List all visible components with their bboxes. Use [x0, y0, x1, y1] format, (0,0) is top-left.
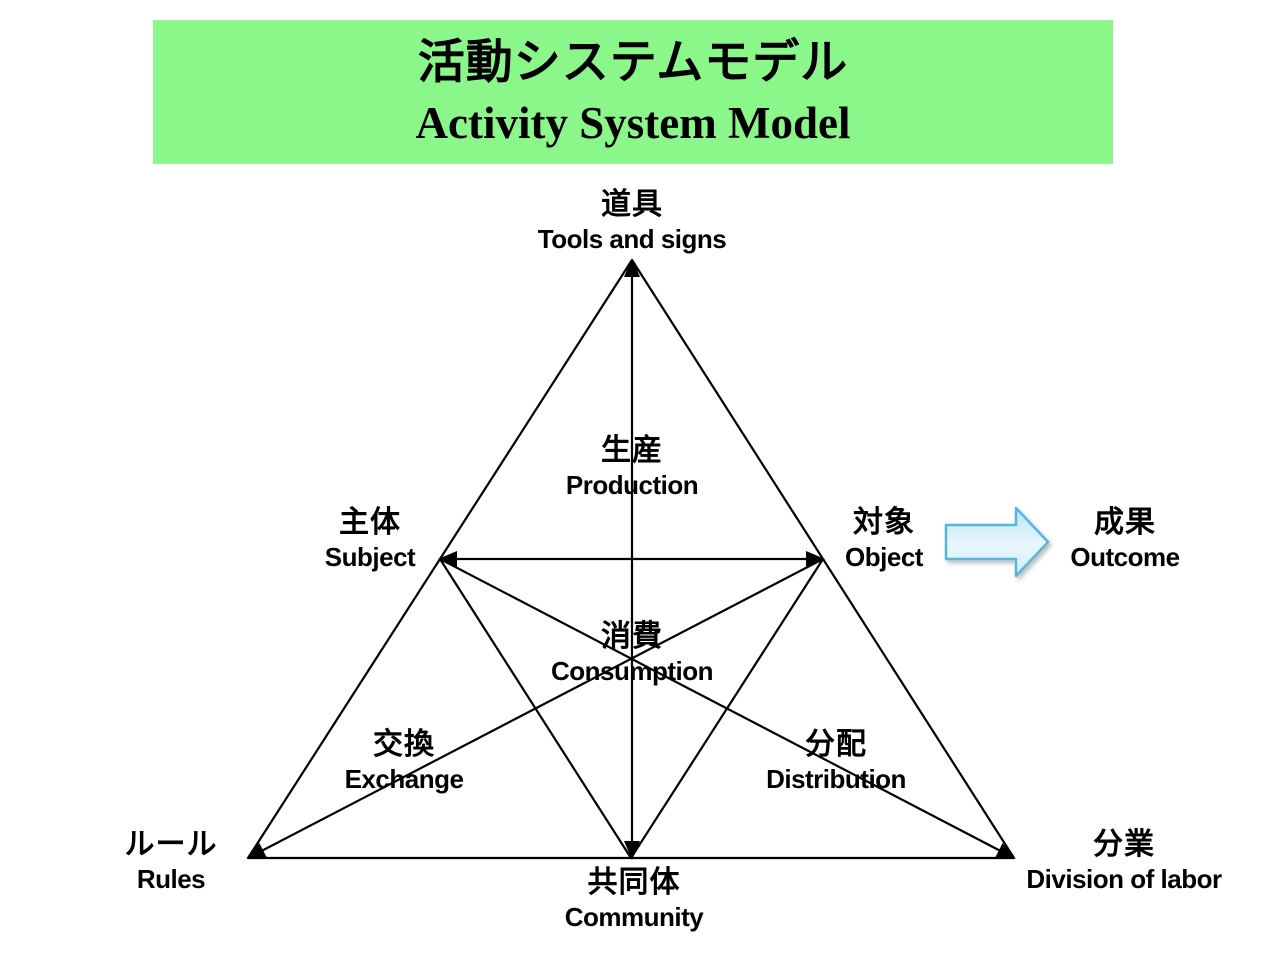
rules-label-ja: ルール	[124, 828, 218, 861]
node-production-label: 生産 Production	[565, 434, 699, 502]
subject-label-ja: 主体	[338, 506, 401, 539]
title-banner: 活動システムモデル Activity System Model	[153, 20, 1113, 164]
node-object-label: 対象 Object	[845, 506, 923, 574]
exchange-label-en: Exchange	[344, 764, 464, 794]
consumption-label-en: Consumption	[550, 656, 714, 686]
outcome-arrow-icon	[944, 506, 1050, 578]
division-label-en: Division of labor	[1026, 864, 1222, 894]
inner-lines	[246, 258, 1016, 860]
node-consumption-label: 消費 Consumption	[550, 620, 714, 688]
rules-label-en: Rules	[136, 864, 206, 894]
node-distribution-label: 分配 Distribution	[766, 728, 906, 796]
tools-label-en: Tools and signs	[537, 224, 727, 254]
community-label-ja: 共同体	[587, 866, 681, 899]
production-label-ja: 生産	[601, 434, 663, 467]
community-label-en: Community	[564, 902, 704, 932]
outcome-label-en: Outcome	[1070, 542, 1180, 572]
node-subject-label: 主体 Subject	[324, 506, 416, 574]
distribution-label-ja: 分配	[805, 728, 867, 761]
object-label-en: Object	[845, 542, 923, 572]
object-label-ja: 対象	[852, 506, 915, 539]
node-tools-label: 道具 Tools and signs	[537, 188, 727, 256]
slide-title-english: Activity System Model	[415, 98, 851, 148]
subject-label-en: Subject	[324, 542, 416, 572]
node-outcome-label: 成果 Outcome	[1070, 506, 1180, 574]
outcome-label-ja: 成果	[1094, 506, 1156, 539]
node-rules-label: ルール Rules	[125, 828, 218, 896]
exchange-label-ja: 交換	[372, 728, 435, 761]
node-community-label: 共同体 Community	[565, 866, 704, 934]
consumption-label-ja: 消費	[601, 620, 663, 653]
node-exchange-label: 交換 Exchange	[345, 728, 464, 796]
distribution-label-en: Distribution	[766, 764, 906, 794]
tools-label-ja: 道具	[600, 188, 663, 221]
production-label-en: Production	[565, 470, 699, 500]
node-division-label: 分業 Division of labor	[1026, 828, 1222, 896]
division-label-ja: 分業	[1093, 828, 1155, 861]
slide-title-japanese: 活動システムモデル	[417, 35, 849, 88]
